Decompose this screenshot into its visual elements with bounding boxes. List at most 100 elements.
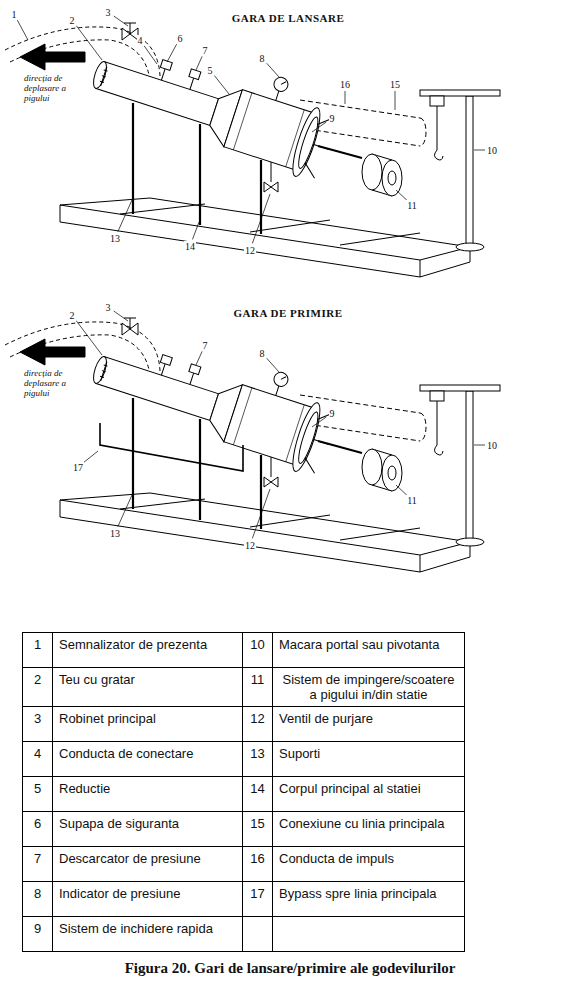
table-cell: Conducta de impuls xyxy=(273,847,465,882)
callout-number: 3 xyxy=(105,302,112,313)
callout-number: 15 xyxy=(389,79,401,90)
item-name: Ventil de purjare xyxy=(279,711,373,726)
item-number: 13 xyxy=(250,746,264,761)
callout-number: 7 xyxy=(202,45,209,56)
leader-line xyxy=(17,20,28,40)
table-cell: Sistem de impingere/scoatere a pigului i… xyxy=(273,668,465,707)
leader-line xyxy=(83,451,98,463)
table-cell: 10 xyxy=(243,633,273,668)
callout-number: 3 xyxy=(105,7,112,18)
item-name: Sistem de inchidere rapida xyxy=(59,921,213,936)
item-number: 8 xyxy=(34,886,41,901)
table-cell: Indicator de presiune xyxy=(53,882,243,917)
table-cell: Conducta de conectare xyxy=(53,742,243,777)
table-cell: Semnalizator de prezenta xyxy=(53,633,243,668)
leader-line xyxy=(76,321,102,355)
leader-line xyxy=(252,194,270,243)
figure-caption: Figura 20. Gari de lansare/primire ale g… xyxy=(125,960,456,977)
item-name: Macara portal sau pivotanta xyxy=(279,637,439,652)
table-cell: 17 xyxy=(243,882,273,917)
table-cell: Suporti xyxy=(273,742,465,777)
item-number: 2 xyxy=(34,672,41,687)
item-number: 10 xyxy=(250,637,264,652)
item-name: Supapa de siguranta xyxy=(59,816,179,831)
table-cell: 3 xyxy=(23,707,53,742)
leader-line xyxy=(267,63,279,77)
leader-line xyxy=(252,489,270,538)
callout-number: 12 xyxy=(244,540,256,551)
legend-table: 1 Semnalizator de prezenta 10 Macara portal… xyxy=(22,632,465,952)
table-row: 3Robinet principal12Ventil de purjare xyxy=(23,707,465,742)
callout-number: 13 xyxy=(109,528,121,539)
callout-number: 11 xyxy=(406,495,418,506)
item-name: Conducta de impuls xyxy=(279,851,394,866)
item-name: Semnalizator de prezenta xyxy=(59,637,207,652)
leader-line xyxy=(474,445,485,446)
item-name: Descarcator de presiune xyxy=(59,851,201,866)
table-cell: 5 xyxy=(23,777,53,812)
callout-number: 16 xyxy=(339,79,351,90)
item-name: Corpul principal al statiei xyxy=(279,781,421,796)
item-number: 11 xyxy=(251,672,265,687)
callout-number: 9 xyxy=(329,408,336,419)
table-cell xyxy=(273,917,465,952)
callout-number: 12 xyxy=(244,245,256,256)
table-row: 6 Supapa de siguranta 15Conexiune cu linia… xyxy=(23,812,465,847)
leader-line xyxy=(312,122,326,132)
table-cell: 1 xyxy=(23,633,53,668)
leader-line xyxy=(345,91,346,104)
launch-station xyxy=(5,22,500,277)
item-number: 4 xyxy=(34,746,41,761)
leader-line xyxy=(192,222,199,239)
item-number: 5 xyxy=(34,781,41,796)
leader-line xyxy=(167,44,177,62)
item-number: 14 xyxy=(250,781,264,796)
bypass-pipe xyxy=(100,423,243,471)
station-heading: GARA DE LANSARE xyxy=(232,12,345,24)
table-cell: Ventil de purjare xyxy=(273,707,465,742)
table-cell: 15 xyxy=(243,812,273,847)
callout-number: 8 xyxy=(259,348,266,359)
leader-line xyxy=(144,46,157,64)
item-name: Suporti xyxy=(279,746,320,761)
item-number: 17 xyxy=(250,886,264,901)
item-name: Reductie xyxy=(59,781,110,796)
table-cell: Supapa de siguranta xyxy=(53,812,243,847)
item-name: Conducta de conectare xyxy=(59,746,193,761)
callout-number: 10 xyxy=(486,145,498,156)
item-number: 7 xyxy=(34,851,41,866)
table-cell: Conexiune cu linia principala xyxy=(273,812,465,847)
leader-line xyxy=(267,358,279,372)
callout-number: 13 xyxy=(109,233,121,244)
table-cell: 4 xyxy=(23,742,53,777)
table-row: 4 Conducta de conectare 13 Suporti xyxy=(23,742,465,777)
table-row: 2 Teu cu gratar 11 Sistem de impingere/scoa… xyxy=(23,668,465,707)
item-number: 16 xyxy=(250,851,264,866)
callout-number: 17 xyxy=(72,462,84,473)
callout-number: 10 xyxy=(486,440,498,451)
item-name: Sistem de impingere/scoatere a pigului i… xyxy=(283,672,455,702)
item-name: Indicator de presiune xyxy=(59,886,180,901)
table-row: 1 Semnalizator de prezenta 10 Macara portal… xyxy=(23,633,465,668)
table-cell: 2 xyxy=(23,668,53,707)
table-cell: Macara portal sau pivotanta xyxy=(273,633,465,668)
callout-number: 2 xyxy=(69,15,76,26)
table-cell: 16 xyxy=(243,847,273,882)
item-number: 6 xyxy=(34,816,41,831)
leader-line xyxy=(118,495,132,527)
table-cell: Reductie xyxy=(53,777,243,812)
callout-number: 7 xyxy=(202,340,209,351)
item-name: Teu cu gratar xyxy=(59,672,135,687)
table-cell: 9 xyxy=(23,917,53,952)
leader-line xyxy=(474,150,485,151)
item-number: 9 xyxy=(34,921,41,936)
receiving-station xyxy=(5,317,500,572)
callout-number: 8 xyxy=(259,53,266,64)
callout-number: 5 xyxy=(207,65,214,76)
leader-line xyxy=(395,91,396,110)
leader-line xyxy=(196,56,202,70)
leader-line xyxy=(76,26,102,60)
leader-line xyxy=(196,351,202,365)
table-row: 7 Descarcator de presiune 16 Conducta de im… xyxy=(23,847,465,882)
